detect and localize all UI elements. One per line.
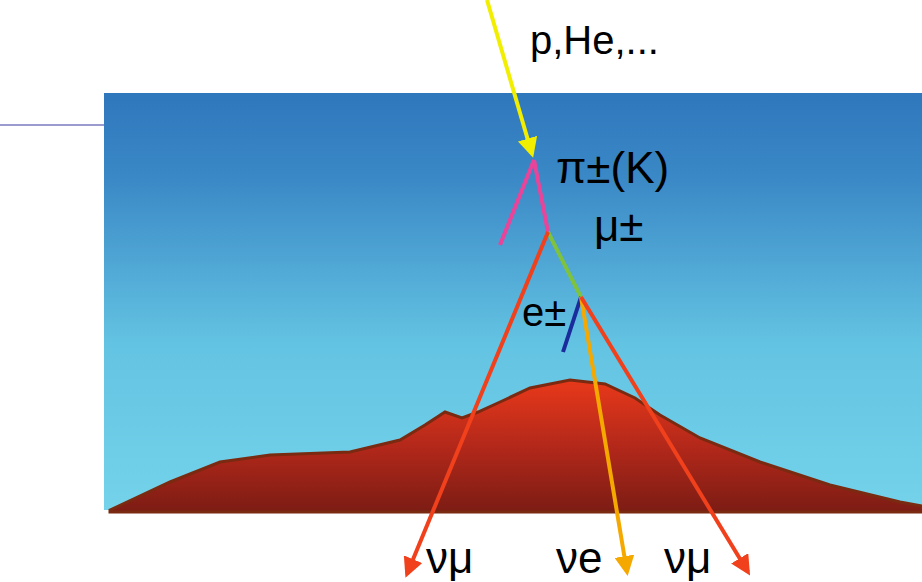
particle-label: e± [522, 292, 566, 332]
primary-label: p,He,... [530, 20, 659, 60]
neutrino-track [581, 297, 748, 572]
neutrino-label: νμ [426, 536, 473, 580]
neutrino-label: νe [556, 536, 602, 580]
pion-track [500, 160, 534, 245]
primary-track [487, 0, 532, 154]
neutrino-label: νμ [664, 536, 711, 580]
neutrino-track [407, 232, 548, 574]
particle-label: μ± [594, 204, 644, 248]
pion-track [534, 160, 548, 232]
mountain [110, 380, 922, 512]
particle-label: π±(K) [556, 146, 669, 190]
title-rule [0, 124, 104, 126]
muon-track [548, 232, 581, 297]
